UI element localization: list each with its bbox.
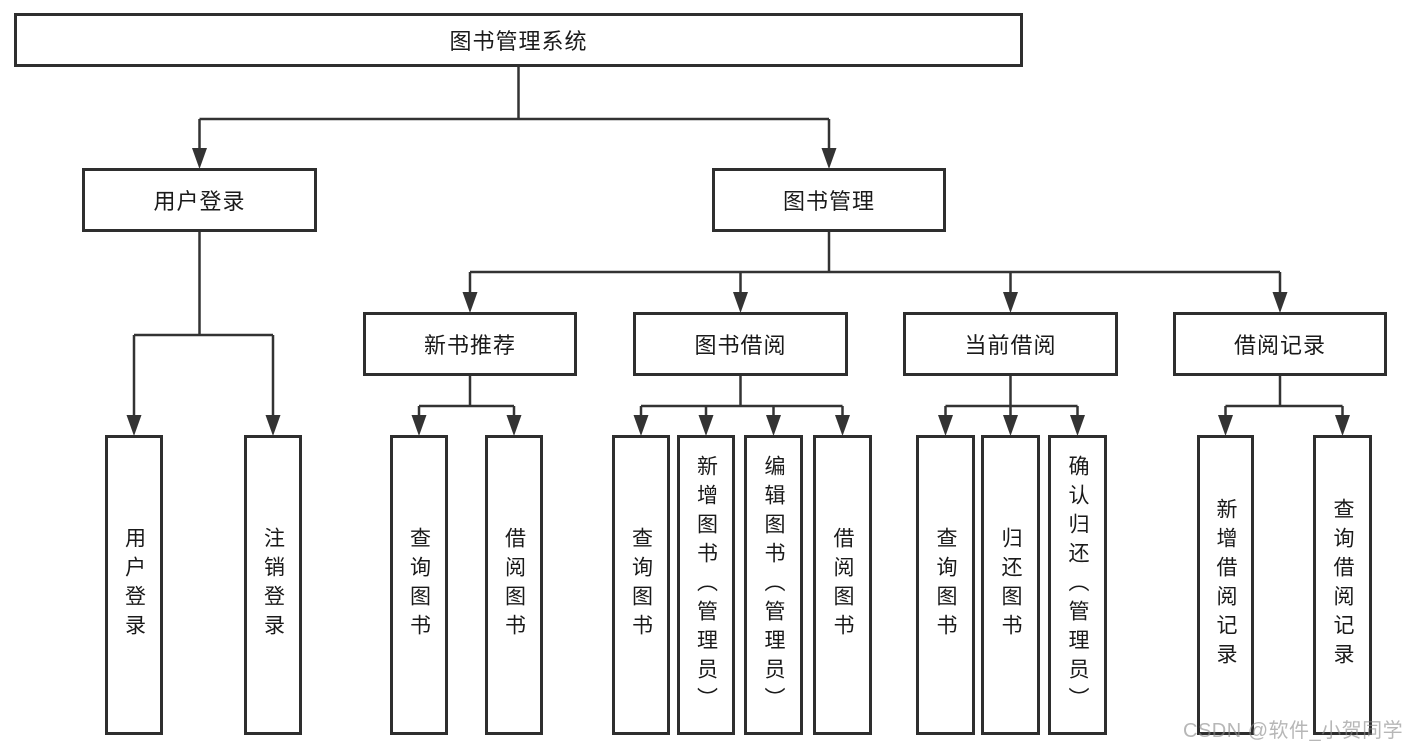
node-book-borrow: 图书借阅: [633, 312, 848, 376]
node-label-book-mgmt: 图书管理: [782, 189, 875, 214]
node-label-logout: 注销登录: [261, 527, 285, 643]
arrowhead-icon: [265, 415, 281, 436]
arrowhead-icon: [733, 292, 748, 313]
node-cb-query: 查询图书: [916, 435, 975, 735]
node-label-borrow-record: 借阅记录: [1233, 333, 1326, 358]
node-label-br-add: 新增借阅记录: [1214, 498, 1237, 672]
node-nb-borrow: 借阅图书: [485, 435, 543, 735]
node-login: 用户登录: [105, 435, 163, 735]
arrowhead-icon: [1218, 415, 1233, 436]
arrowhead-icon: [821, 148, 837, 169]
arrowhead-icon: [1272, 292, 1288, 313]
node-label-new-book-rec: 新书推荐: [423, 333, 516, 358]
arrowhead-icon: [1003, 415, 1018, 436]
node-label-current-borrow: 当前借阅: [964, 333, 1057, 358]
node-label-cb-confirm: 确认归还（管理员）: [1066, 454, 1089, 716]
arrowhead-icon: [835, 415, 850, 436]
node-label-nb-query: 查询图书: [407, 527, 431, 643]
node-new-book-rec: 新书推荐: [363, 312, 577, 376]
arrowhead-icon: [1070, 415, 1085, 436]
node-label-root: 图书管理系统: [449, 29, 588, 54]
node-label-book-borrow: 图书借阅: [694, 333, 787, 358]
node-br-add: 新增借阅记录: [1197, 435, 1254, 735]
node-label-bb-query: 查询图书: [629, 527, 653, 643]
node-label-cb-return: 归还图书: [999, 527, 1022, 643]
node-user-login: 用户登录: [82, 168, 317, 232]
node-bb-edit: 编辑图书（管理员）: [744, 435, 803, 735]
node-root: 图书管理系统: [14, 13, 1023, 67]
arrowhead-icon: [633, 415, 649, 436]
arrowhead-icon: [126, 415, 142, 436]
arrowhead-icon: [698, 415, 714, 436]
arrowhead-icon: [1003, 292, 1018, 313]
arrowhead-icon: [938, 415, 953, 436]
arrowhead-icon: [462, 292, 478, 313]
node-cb-confirm: 确认归还（管理员）: [1048, 435, 1107, 735]
watermark: CSDN @软件_小贺同学: [1183, 720, 1404, 742]
arrowhead-icon: [766, 415, 781, 436]
node-bb-query: 查询图书: [612, 435, 670, 735]
node-current-borrow: 当前借阅: [903, 312, 1118, 376]
arrowhead-icon: [411, 415, 427, 436]
arrowhead-icon: [1335, 415, 1350, 436]
node-nb-query: 查询图书: [390, 435, 448, 735]
node-book-mgmt: 图书管理: [712, 168, 946, 232]
node-label-user-login: 用户登录: [153, 189, 246, 214]
node-label-bb-edit: 编辑图书（管理员）: [762, 454, 785, 716]
node-br-query: 查询借阅记录: [1313, 435, 1372, 735]
node-logout: 注销登录: [244, 435, 302, 735]
arrowhead-icon: [192, 148, 207, 169]
node-cb-return: 归还图书: [981, 435, 1040, 735]
node-label-nb-borrow: 借阅图书: [502, 527, 526, 643]
node-label-login: 用户登录: [122, 527, 146, 643]
node-bb-add: 新增图书（管理员）: [677, 435, 735, 735]
node-label-bb-borrow: 借阅图书: [831, 527, 854, 643]
node-bb-borrow: 借阅图书: [813, 435, 872, 735]
node-label-br-query: 查询借阅记录: [1331, 498, 1354, 672]
node-label-bb-add: 新增图书（管理员）: [694, 454, 718, 716]
connector-path: [132, 67, 1344, 417]
node-borrow-record: 借阅记录: [1173, 312, 1387, 376]
node-label-cb-query: 查询图书: [934, 527, 957, 643]
arrowhead-icon: [506, 415, 522, 436]
